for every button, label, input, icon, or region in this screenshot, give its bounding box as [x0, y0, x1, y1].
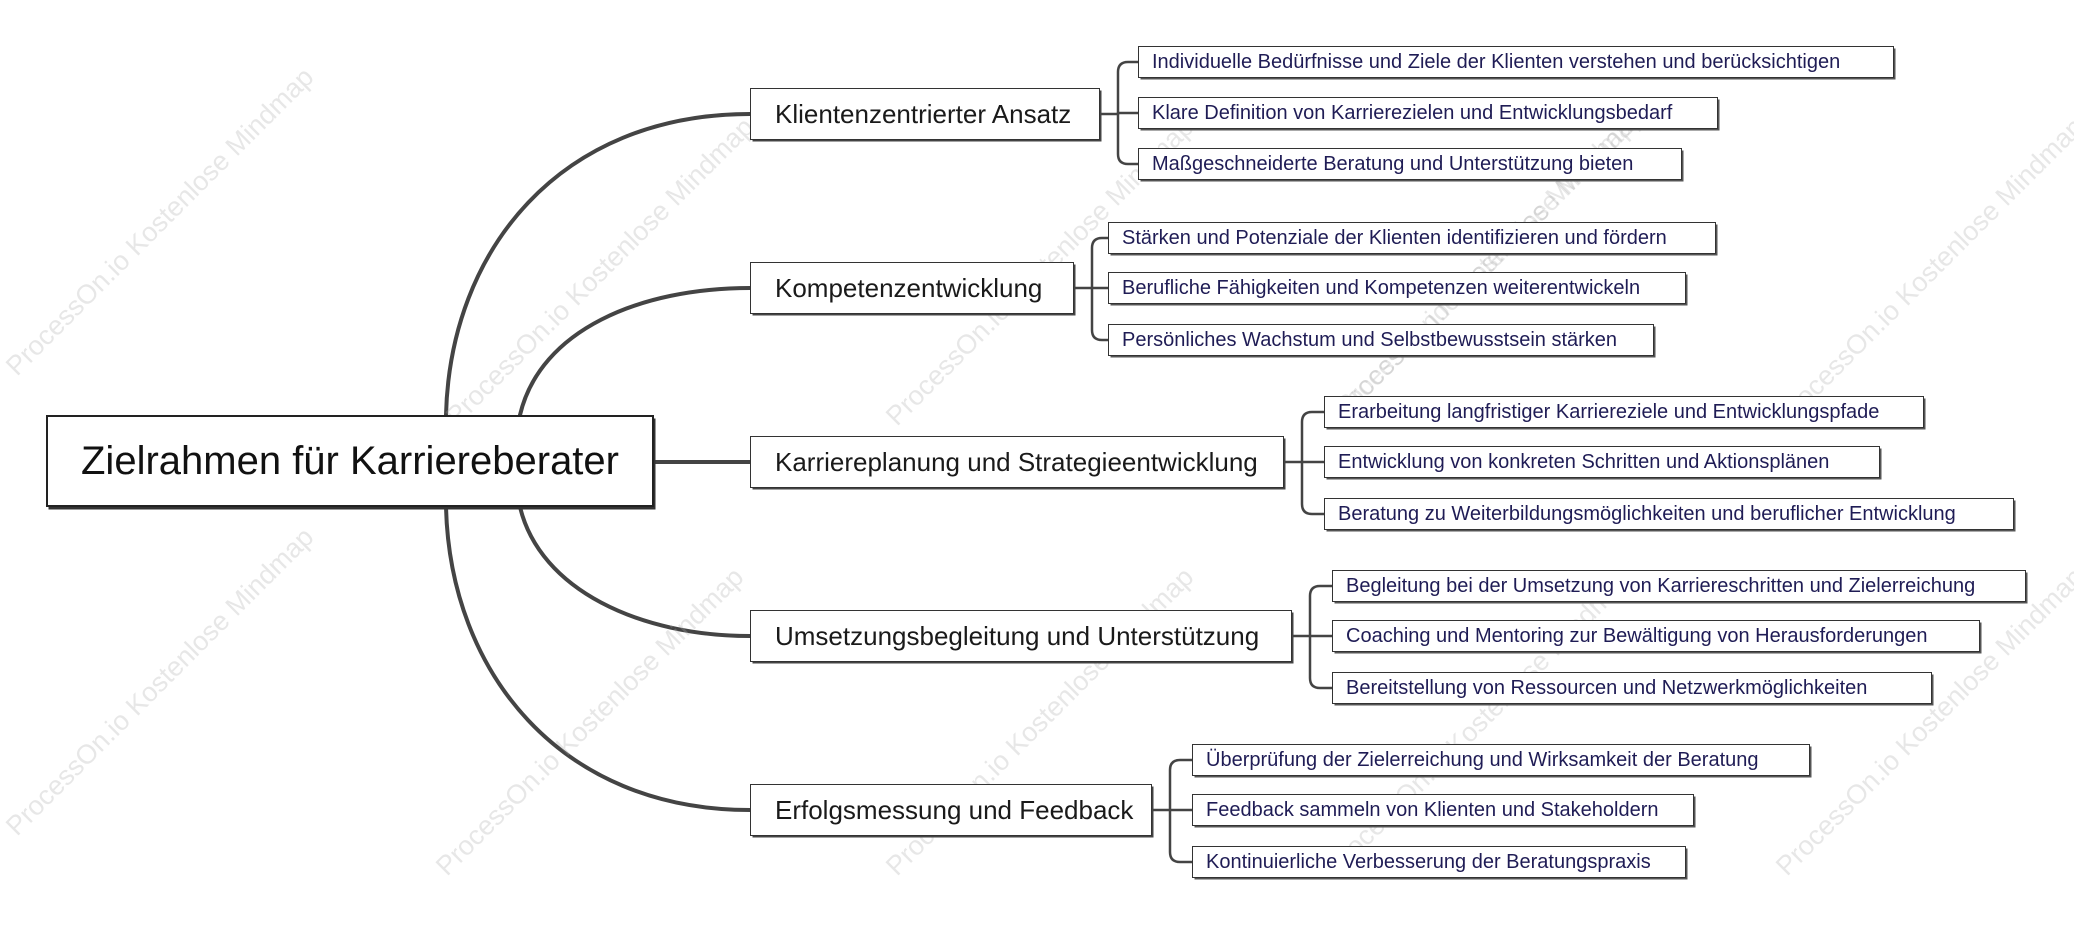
leaf-node[interactable]: Erarbeitung langfristiger Karriereziele …: [1324, 396, 1924, 428]
leaf-node[interactable]: Berufliche Fähigkeiten und Kompetenzen w…: [1108, 272, 1686, 304]
branch-node-umsetzungsbegleitung[interactable]: Umsetzungsbegleitung und Unterstützung: [750, 610, 1292, 662]
leaf-label: Kontinuierliche Verbesserung der Beratun…: [1206, 850, 1651, 873]
leaf-node[interactable]: Klare Definition von Karrierezielen und …: [1138, 97, 1718, 129]
leaf-node[interactable]: Stärken und Potenziale der Klienten iden…: [1108, 222, 1716, 254]
branch-label: Kompetenzentwicklung: [775, 272, 1043, 303]
root-node[interactable]: Zielrahmen für Karriereberater: [46, 415, 654, 507]
root-branch-connector: [444, 505, 752, 812]
leaf-label: Berufliche Fähigkeiten und Kompetenzen w…: [1122, 276, 1641, 299]
leaf-label: Klare Definition von Karrierezielen und …: [1152, 101, 1673, 124]
leaf-label: Persönliches Wachstum und Selbstbewussts…: [1122, 328, 1618, 351]
leaf-label: Maßgeschneiderte Beratung und Unterstütz…: [1152, 152, 1634, 175]
leaf-label: Feedback sammeln von Klienten und Stakeh…: [1206, 798, 1659, 821]
leaf-label: Erarbeitung langfristiger Karriereziele …: [1338, 400, 1880, 423]
leaf-node[interactable]: Maßgeschneiderte Beratung und Unterstütz…: [1138, 148, 1682, 180]
leaf-node[interactable]: Begleitung bei der Umsetzung von Karrier…: [1332, 570, 2026, 602]
leaf-label: Stärken und Potenziale der Klienten iden…: [1122, 226, 1667, 249]
root-label: Zielrahmen für Karriereberater: [81, 438, 619, 483]
root-branch-connector: [444, 112, 752, 417]
leaf-node[interactable]: Coaching und Mentoring zur Bewältigung v…: [1332, 620, 1980, 652]
leaf-node[interactable]: Entwicklung von konkreten Schritten und …: [1324, 446, 1880, 478]
branch-label: Karriereplanung und Strategieentwicklung: [775, 446, 1258, 477]
branch-node-karriereplanung[interactable]: Karriereplanung und Strategieentwicklung: [750, 436, 1284, 488]
root-branch-connector: [518, 505, 752, 638]
leaf-node[interactable]: Persönliches Wachstum und Selbstbewussts…: [1108, 324, 1654, 356]
leaf-node[interactable]: Überprüfung der Zielerreichung und Wirks…: [1192, 744, 1810, 776]
branch-node-erfolgsmessung[interactable]: Erfolgsmessung und Feedback: [750, 784, 1152, 836]
root-branch-connector: [518, 286, 752, 417]
leaf-label: Coaching und Mentoring zur Bewältigung v…: [1346, 624, 1928, 647]
branch-node-klientenzentrierter-ansatz[interactable]: Klientenzentrierter Ansatz: [750, 88, 1100, 140]
leaf-label: Beratung zu Weiterbildungsmöglichkeiten …: [1338, 502, 1956, 525]
branch-label: Erfolgsmessung und Feedback: [775, 794, 1134, 825]
leaf-label: Bereitstellung von Ressourcen und Netzwe…: [1346, 676, 1868, 699]
branch-label: Umsetzungsbegleitung und Unterstützung: [775, 620, 1260, 651]
branch-node-kompetenzentwicklung[interactable]: Kompetenzentwicklung: [750, 262, 1074, 314]
branch-label: Klientenzentrierter Ansatz: [775, 98, 1072, 129]
leaf-label: Individuelle Bedürfnisse und Ziele der K…: [1152, 50, 1841, 73]
leaf-label: Überprüfung der Zielerreichung und Wirks…: [1206, 748, 1759, 771]
leaf-node[interactable]: Beratung zu Weiterbildungsmöglichkeiten …: [1324, 498, 2014, 530]
leaf-node[interactable]: Individuelle Bedürfnisse und Ziele der K…: [1138, 46, 1894, 78]
leaf-node[interactable]: Kontinuierliche Verbesserung der Beratun…: [1192, 846, 1686, 878]
leaf-node[interactable]: Bereitstellung von Ressourcen und Netzwe…: [1332, 672, 1932, 704]
leaf-label: Begleitung bei der Umsetzung von Karrier…: [1346, 574, 1976, 597]
leaf-label: Entwicklung von konkreten Schritten und …: [1338, 450, 1830, 473]
leaf-node[interactable]: Feedback sammeln von Klienten und Stakeh…: [1192, 794, 1694, 826]
